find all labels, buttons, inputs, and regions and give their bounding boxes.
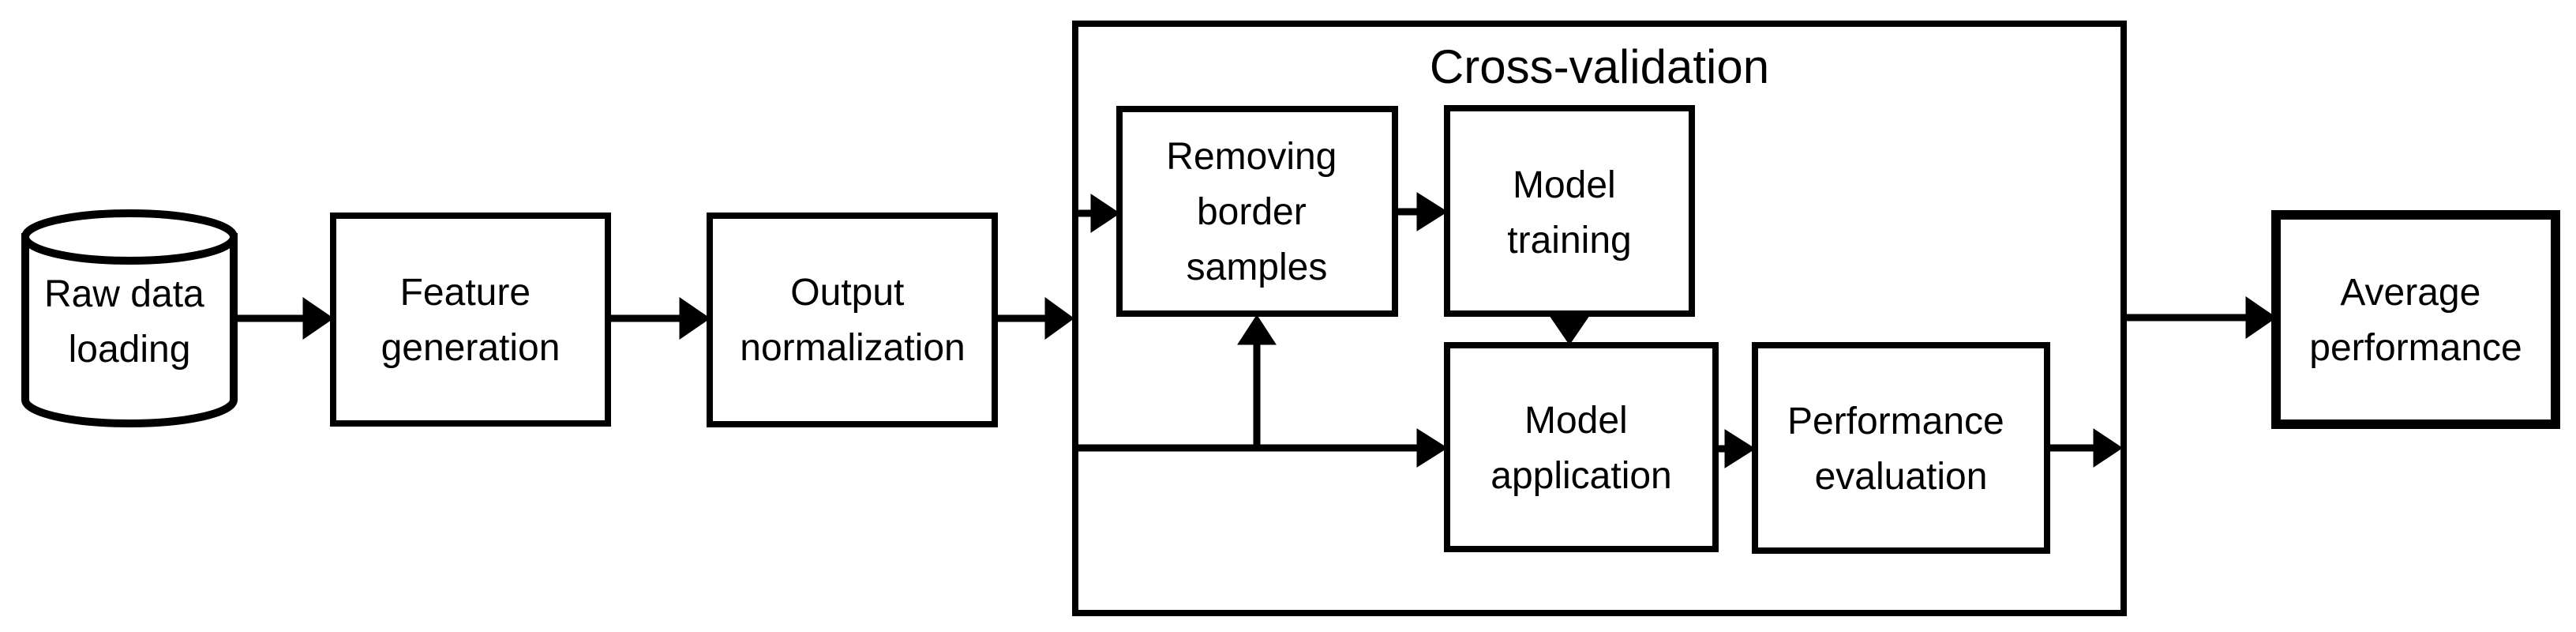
node-model-training: Model training — [1444, 105, 1695, 317]
arrow-branch-to-removing-bottom — [1237, 314, 1277, 448]
arrow-head — [679, 297, 711, 340]
label-line: training — [1507, 220, 1631, 261]
node-box — [1444, 342, 1719, 552]
node-box — [2271, 210, 2560, 429]
node-box — [1116, 106, 1398, 317]
node-label: Model training — [1507, 164, 1631, 261]
database-cylinder-body-icon — [21, 233, 238, 427]
node-average-performance: Average performance — [2271, 210, 2560, 429]
arrow-removing-to-training — [1395, 192, 1448, 231]
arrow-feature-to-output — [608, 297, 711, 340]
node-output-normalization: Output normalization — [707, 213, 998, 427]
label-line: normalization — [740, 327, 965, 369]
arrow-application-to-evaluation — [1715, 429, 1756, 468]
node-box — [707, 213, 998, 427]
node-box — [1752, 342, 2050, 554]
label-line: Model — [1524, 400, 1628, 442]
node-box — [330, 213, 611, 427]
arrow-frame-to-application — [1077, 428, 1448, 468]
arrow-output-to-crossvalidation — [995, 297, 1074, 340]
cross-validation-title: Cross-validation — [1430, 40, 1769, 93]
arrow-head — [1548, 314, 1591, 345]
label-line: Model — [1513, 164, 1616, 206]
arrow-head — [2093, 428, 2123, 468]
arrow-crossvalidation-to-average — [2124, 296, 2277, 339]
arrow-head — [1044, 297, 1074, 340]
label-line: loading — [69, 329, 191, 371]
label-line: performance — [2309, 327, 2522, 369]
node-label: Raw data loading — [44, 273, 215, 371]
label-line: samples — [1187, 246, 1328, 288]
label-line: generation — [381, 327, 561, 369]
node-label: Output normalization — [740, 272, 965, 369]
edges — [234, 192, 2277, 468]
arrow-head — [1416, 428, 1448, 468]
node-feature-generation: Feature generation — [330, 213, 611, 427]
node-label: Model application — [1490, 400, 1672, 497]
label-line: evaluation — [1815, 456, 1988, 498]
arrow-raw-to-feature — [234, 297, 334, 340]
node-box — [1444, 105, 1695, 317]
label-line: Removing — [1166, 136, 1337, 178]
label-line: border — [1197, 191, 1307, 233]
arrow-head — [302, 297, 334, 340]
node-model-application: Model application — [1444, 342, 1719, 552]
label-line: application — [1490, 455, 1672, 497]
arrow-head — [1090, 194, 1120, 233]
label-line: Average — [2340, 272, 2480, 314]
node-performance-evaluation: Performance evaluation — [1752, 342, 2050, 554]
arrow-head — [1237, 314, 1277, 345]
arrow-training-to-application — [1548, 314, 1591, 345]
arrow-frame-to-removing — [1077, 194, 1120, 233]
node-label: Feature generation — [381, 272, 561, 369]
arrow-head — [1724, 429, 1756, 468]
cross-validation-title-text: Cross-validation — [1430, 40, 1769, 93]
label-line: Output — [790, 272, 904, 314]
arrow-head — [2245, 296, 2277, 339]
node-label: Average performance — [2309, 272, 2522, 369]
node-label: Performance evaluation — [1787, 401, 2015, 498]
node-raw-data-loading: Raw data loading — [21, 209, 238, 427]
label-line: Performance — [1787, 401, 2004, 442]
node-label: Removing border samples — [1166, 136, 1347, 288]
label-line: Raw data — [44, 273, 204, 315]
arrow-head — [1416, 192, 1448, 231]
label-line: Feature — [400, 272, 531, 314]
database-cylinder-top-icon — [21, 209, 238, 265]
arrow-evaluation-to-frame — [2047, 428, 2123, 468]
node-removing-border-samples: Removing border samples — [1116, 106, 1398, 317]
